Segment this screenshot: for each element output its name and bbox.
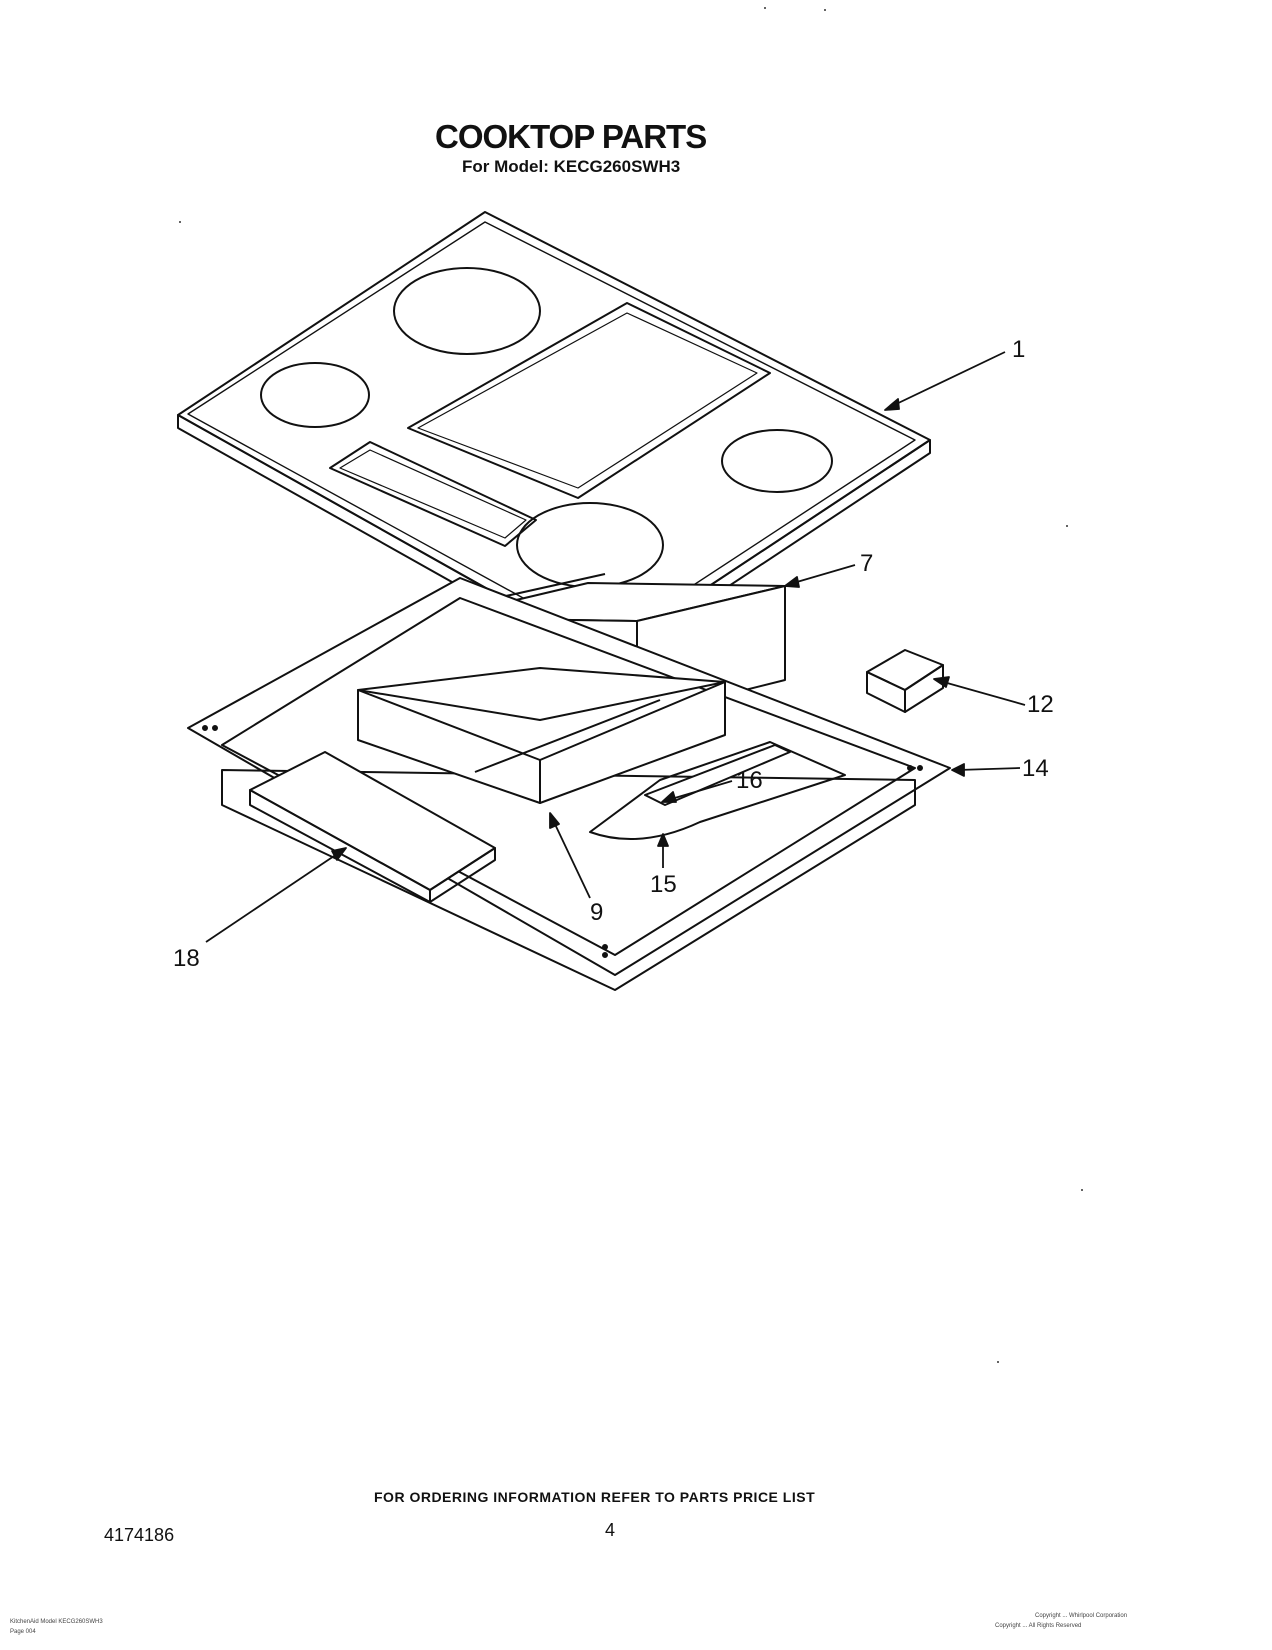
copyright-line-1: Copyright ... Whirlpool Corporation — [1035, 1613, 1128, 1619]
callout-7: 7 — [860, 550, 873, 577]
page-number: 4 — [605, 1520, 616, 1540]
callout-9: 9 — [590, 899, 603, 926]
leader-lines — [205, 351, 1026, 943]
side-bracket — [866, 649, 944, 713]
source-line-1: KitchenAid Model KECG260SWH3 — [10, 1619, 103, 1625]
callout-16: 16 — [736, 767, 763, 794]
callout-1: 1 — [1012, 336, 1025, 363]
callout-15: 15 — [650, 871, 677, 898]
diagram-title: COOKTOP PARTS — [435, 118, 707, 155]
cooktop-top — [177, 211, 931, 669]
source-line-2: Page 004 — [10, 1629, 36, 1635]
drawer-tray — [249, 751, 496, 903]
ordering-note: FOR ORDERING INFORMATION REFER TO PARTS … — [374, 1489, 816, 1505]
document-number: 4174186 — [104, 1525, 175, 1545]
inner-box — [357, 667, 726, 804]
model-subtitle: For Model: KECG260SWH3 — [462, 157, 681, 176]
callout-18: 18 — [173, 945, 200, 972]
copyright-line-2: Copyright ... All Rights Reserved — [995, 1623, 1082, 1629]
callout-14: 14 — [1022, 755, 1049, 782]
callout-12: 12 — [1027, 691, 1054, 718]
